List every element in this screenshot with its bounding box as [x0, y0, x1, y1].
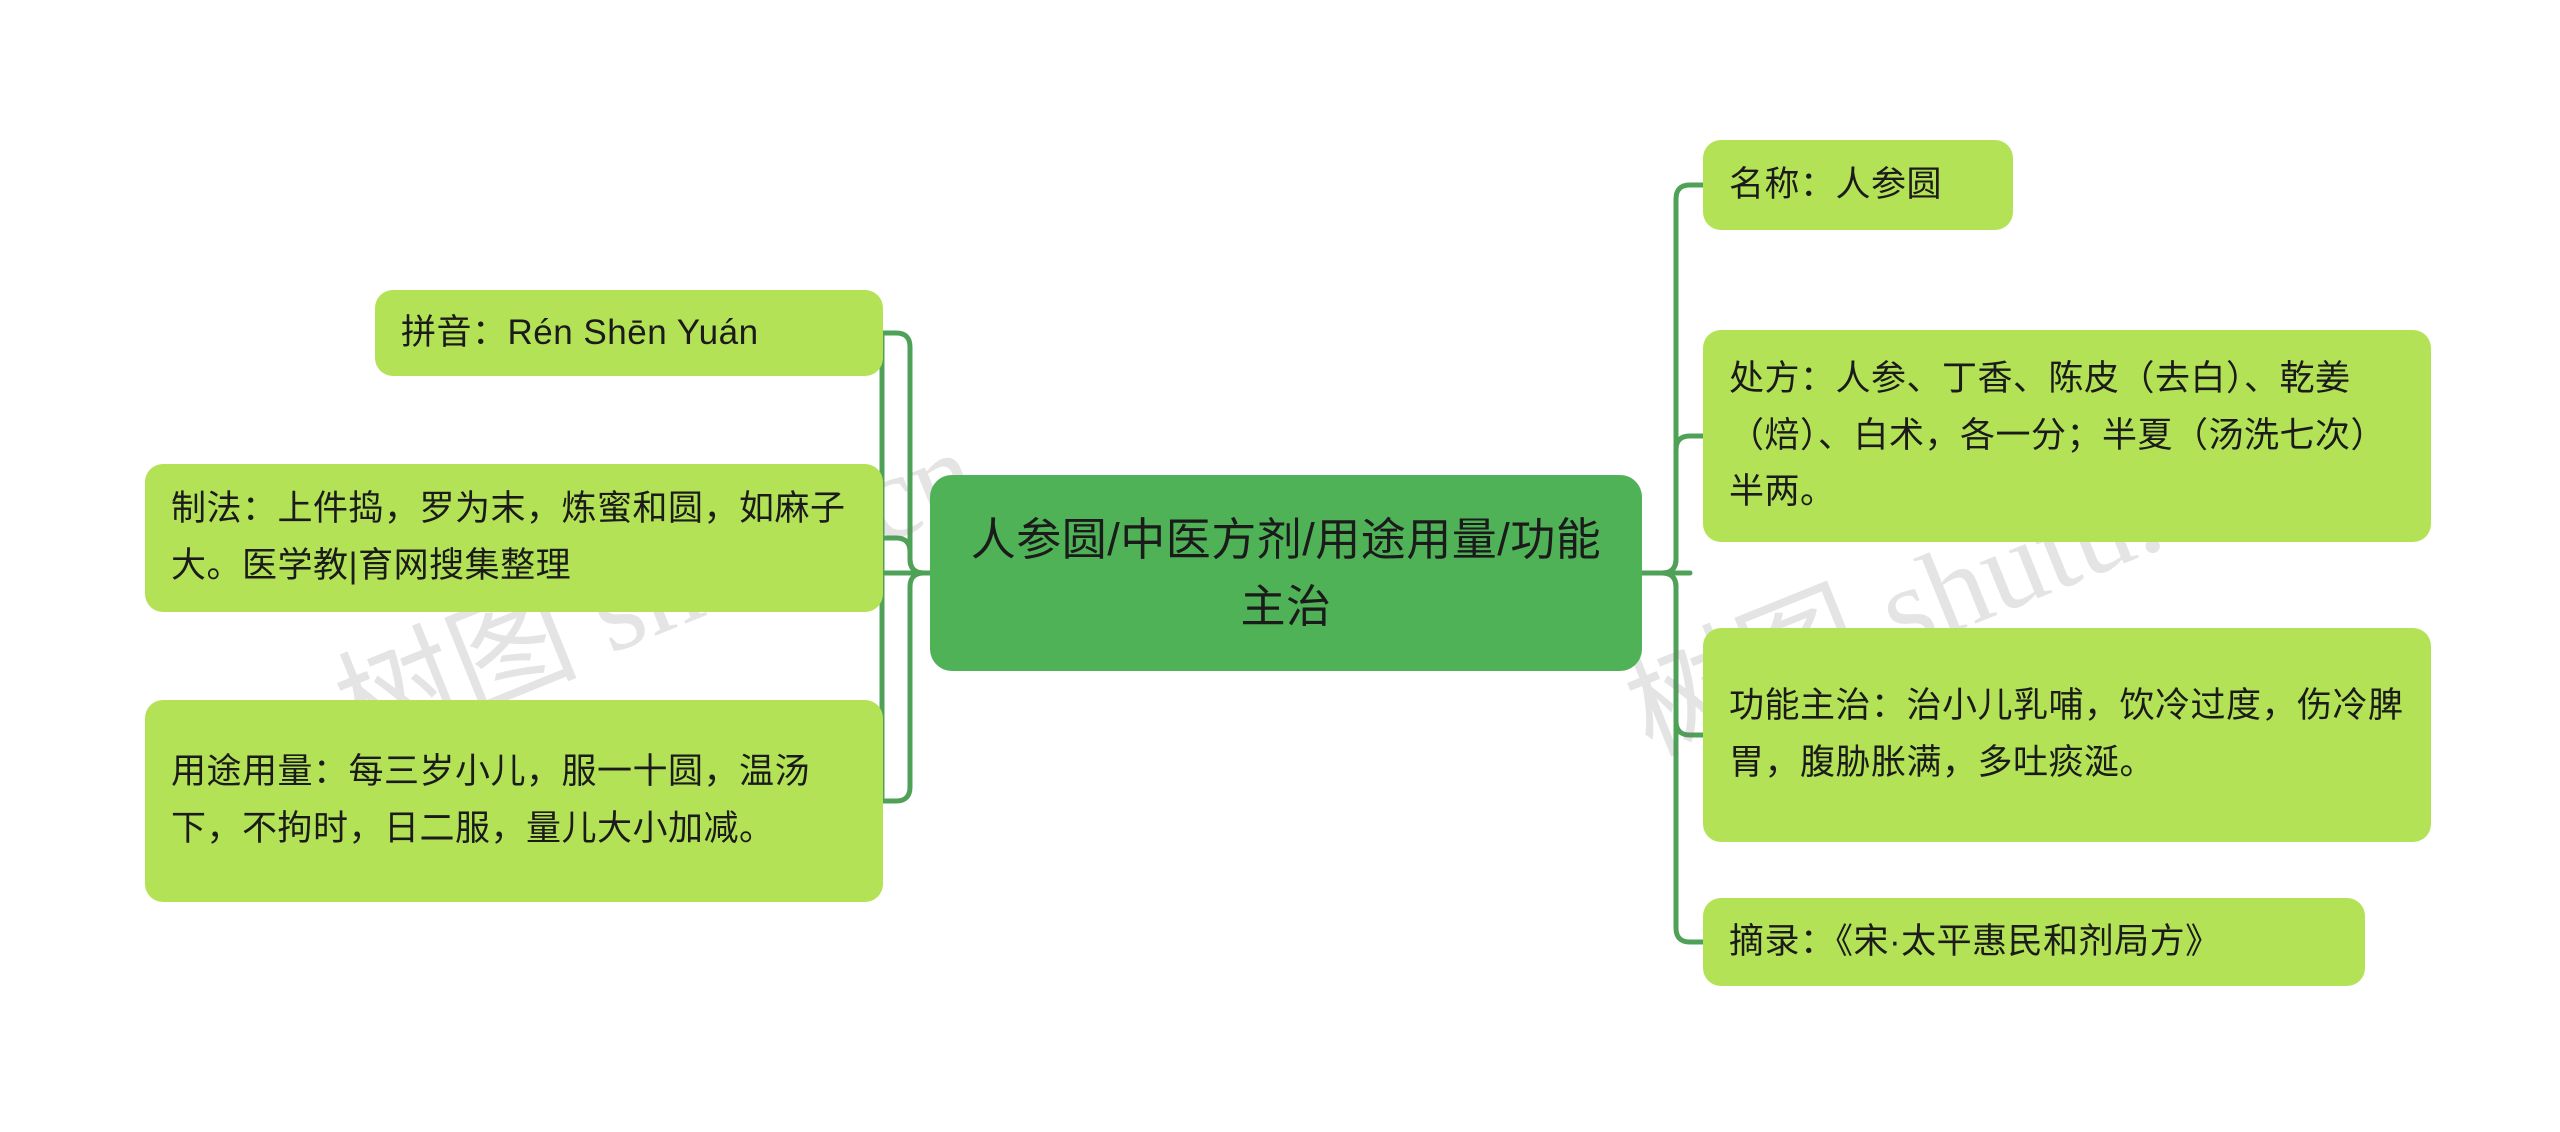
- node-source[interactable]: 摘录：《宋·太平惠民和剂局方》: [1703, 898, 2365, 986]
- node-usage-dosage[interactable]: 用途用量：每三岁小儿，服一十圆，温汤下，不拘时，日二服，量儿大小加减。: [145, 700, 883, 902]
- node-prescription[interactable]: 处方：人参、丁香、陈皮（去白）、乾姜（焙）、白术，各一分；半夏（汤洗七次）半两。: [1703, 330, 2431, 542]
- connector-gongneng: [1639, 570, 1706, 738]
- connector-pinyin: [880, 330, 933, 576]
- connector-chufang: [1639, 433, 1706, 576]
- connector-yongtu: [880, 570, 933, 804]
- connector-zhifa: [880, 535, 933, 576]
- root-node[interactable]: 人参圆/中医方剂/用途用量/功能主治: [930, 475, 1642, 671]
- connector-mingcheng: [1639, 182, 1706, 576]
- connector-zhailu: [1639, 570, 1706, 945]
- node-name[interactable]: 名称：人参圆: [1703, 140, 2013, 230]
- node-indications[interactable]: 功能主治：治小儿乳哺，饮冷过度，伤冷脾胃，腹胁胀满，多吐痰涎。: [1703, 628, 2431, 842]
- node-preparation-method[interactable]: 制法：上件捣，罗为末，炼蜜和圆，如麻子大。医学教|育网搜集整理: [145, 464, 883, 612]
- node-pinyin[interactable]: 拼音：Rén Shēn Yuán: [375, 290, 883, 376]
